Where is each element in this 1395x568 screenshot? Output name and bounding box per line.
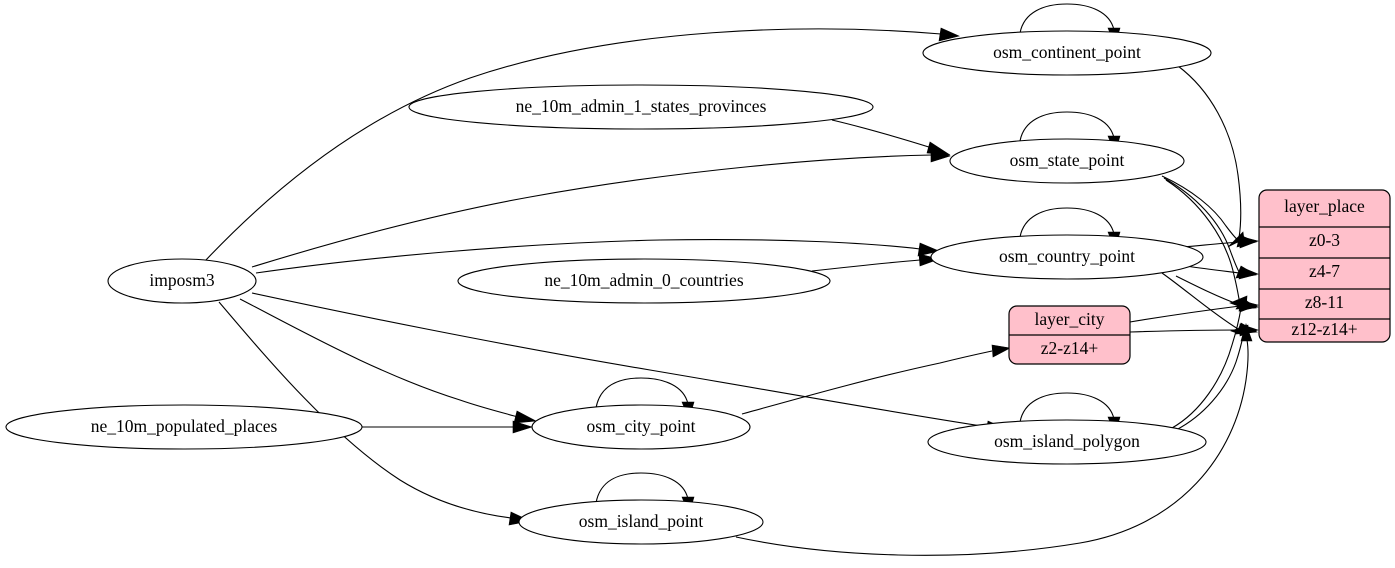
edge-osm-city-point-to-layer-city-z2-z14 [741,344,1011,415]
layer-city-row-z2-z14[interactable]: z2-z14+ [1041,338,1099,358]
layer-place-row-z12-z14[interactable]: z12-z14+ [1291,319,1357,339]
edge-imposm3-to-osm-city-point [239,298,538,424]
node-imposm3-label: imposm3 [149,270,214,290]
edge-osm-island-polygon-to-layer-place-z12-z14 [1175,324,1249,431]
edge-osm-country-point-to-layer-place-z4-7 [1185,265,1259,280]
node-osm-island-point-label: osm_island_point [579,511,704,531]
node-osm-continent-point-shape[interactable] [922,30,1212,76]
node-layer-city[interactable]: layer_city z2-z14+ [1008,305,1131,365]
node-ne-states-label: ne_10m_admin_1_states_provinces [516,96,767,116]
edge-osm-island-polygon-to-layer-place-z8-11 [1171,295,1248,429]
edge-ne-countries-to-osm-country-point [811,253,941,272]
node-ne-countries-label: ne_10m_admin_0_countries [544,270,743,290]
node-osm-city-point-label: osm_city_point [587,416,696,436]
node-imposm3-shape[interactable] [107,258,257,304]
node-osm-island-polygon[interactable]: osm_island_polygon [927,419,1207,465]
node-osm-continent-point-label: osm_continent_point [993,42,1141,62]
node-osm-state-point[interactable]: osm_state_point [949,138,1185,184]
node-osm-state-point-shape[interactable] [949,138,1185,184]
layer-place-box[interactable] [1258,189,1391,343]
node-osm-continent-point[interactable]: osm_continent_point [922,30,1212,76]
edge-osm-country-point-to-layer-place-z0-3 [1183,235,1259,249]
node-osm-country-point-shape[interactable] [930,234,1204,280]
node-osm-city-point[interactable]: osm_city_point [531,404,751,450]
node-osm-island-polygon-shape[interactable] [927,419,1207,465]
edge-imposm3-to-osm-state-point [251,148,951,268]
layer-place-row-z0-3[interactable]: z0-3 [1309,230,1340,250]
node-osm-state-point-label: osm_state_point [1010,150,1125,170]
node-ne-countries-shape[interactable] [457,258,831,304]
layer-city-header: layer_city [1035,309,1105,329]
node-osm-city-point-shape[interactable] [531,404,751,450]
node-osm-island-point[interactable]: osm_island_point [518,499,764,545]
edge-ne-states-to-osm-state-point [831,119,951,156]
node-ne-10m-admin-0-countries[interactable]: ne_10m_admin_0_countries [457,258,831,304]
edge-osm-island-point-to-layer-place-z12-z14 [735,323,1253,556]
node-ne-10m-admin-1-states-provinces[interactable]: ne_10m_admin_1_states_provinces [408,84,874,130]
node-osm-country-point-label: osm_country_point [999,246,1135,266]
node-layer-place[interactable]: layer_place z0-3 z4-7 z8-11 z12-z14+ [1258,189,1391,343]
layer-place-row-z8-11[interactable]: z8-11 [1305,292,1344,312]
node-osm-island-point-shape[interactable] [518,499,764,545]
node-ne-places-shape[interactable] [5,404,363,450]
node-ne-places-label: ne_10m_populated_places [91,416,278,436]
edge-ne-places-to-osm-city-point [362,420,533,434]
edge-imposm3-to-osm-continent-point [204,27,960,262]
node-imposm3[interactable]: imposm3 [107,258,257,304]
edge-osm-continent-point-to-layer-place-z0-3 [1177,65,1245,248]
node-osm-country-point[interactable]: osm_country_point [930,234,1204,280]
node-osm-island-polygon-label: osm_island_polygon [994,431,1140,451]
layer-place-header: layer_place [1284,196,1365,216]
layer-place-row-z4-7[interactable]: z4-7 [1309,261,1340,281]
node-ne-10m-populated-places[interactable]: ne_10m_populated_places [5,404,363,450]
edge-imposm3-to-osm-country-point [255,239,940,274]
node-ne-states-shape[interactable] [408,84,874,130]
node-layer: imposm3 ne_10m_admin_1_states_provinces … [5,30,1391,545]
